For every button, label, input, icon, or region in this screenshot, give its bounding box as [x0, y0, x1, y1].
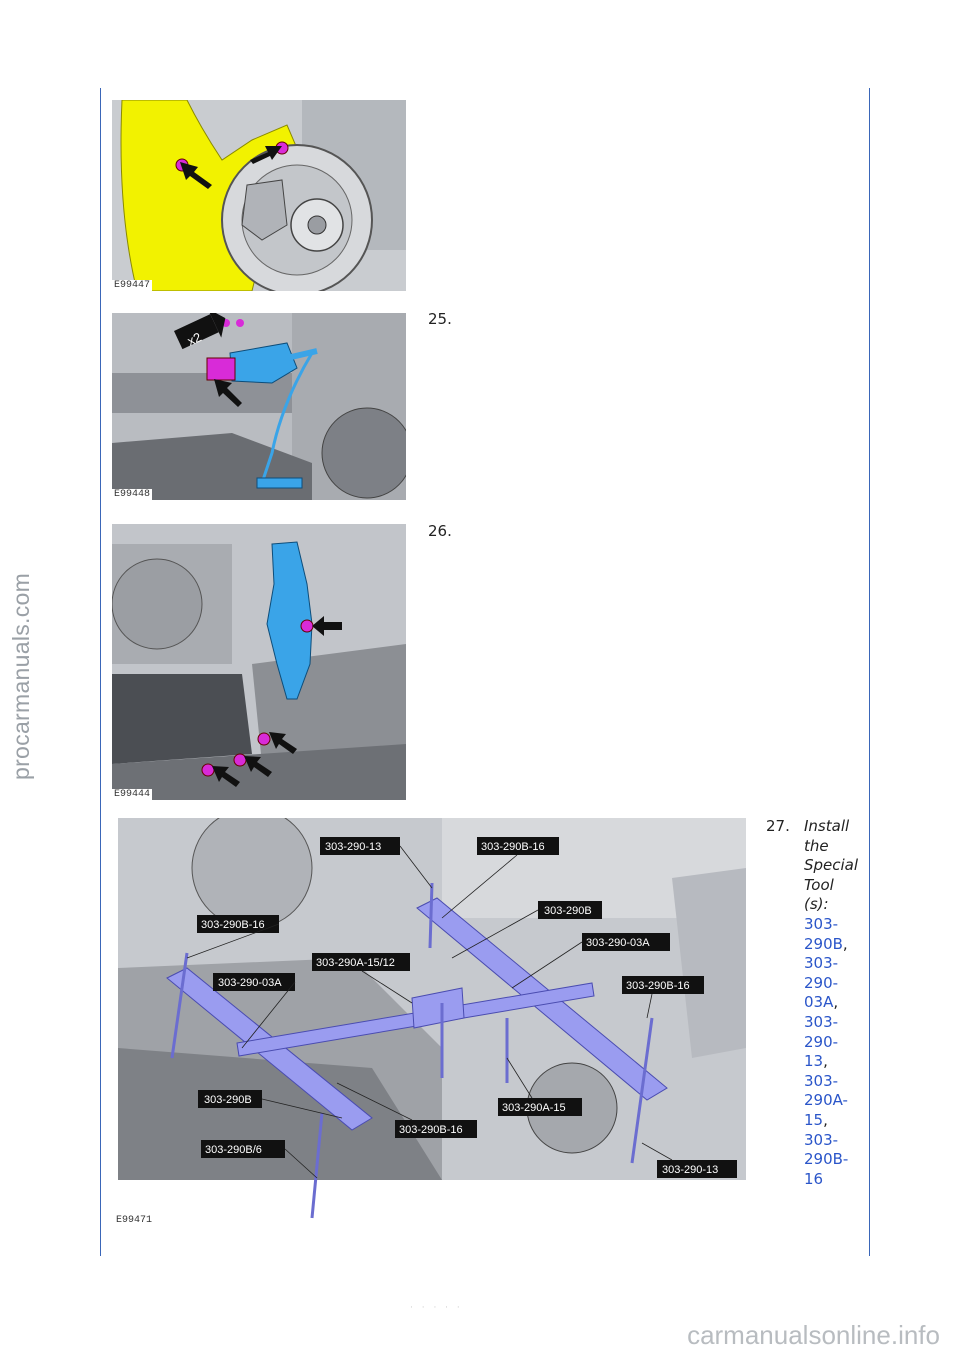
- step-26-number: 26.: [428, 522, 452, 540]
- tool-label: 303-290B-16: [481, 841, 545, 853]
- tool-label: 303-290B: [204, 1094, 252, 1106]
- figure-e99444: E99444: [112, 524, 406, 800]
- figure-e99448: x2 E99448: [112, 313, 406, 500]
- page-number: · · · · ·: [410, 1303, 463, 1313]
- tool-label: 303-290A-15: [502, 1102, 566, 1114]
- step-27-instruction: Install the Special Tool (s): 303-290B, …: [804, 817, 859, 1188]
- figure-code: E99444: [112, 789, 153, 800]
- tool-label: 303-290B-16: [201, 919, 265, 931]
- tool-label: 303-290B-16: [626, 980, 690, 992]
- tool-label: 303-290A-15/12: [316, 957, 395, 969]
- tool-link-303-290b[interactable]: 303-290B: [804, 914, 843, 953]
- instruction-word: Special: [804, 856, 859, 875]
- tool-label: 303-290-13: [325, 841, 381, 853]
- frame-right-line: [869, 88, 870, 1256]
- tool-label: 303-290-03A: [586, 937, 650, 949]
- bottom-watermark: carmanualsonline.info: [687, 1320, 940, 1350]
- tool-link-303-290-13[interactable]: 303-290-13: [804, 1012, 839, 1071]
- callout-x2: x2: [185, 329, 204, 348]
- tool-label: 303-290B/6: [205, 1144, 262, 1156]
- figure-code: E99471: [116, 1215, 153, 1226]
- tool-link-303-290a-15[interactable]: 303-290A-15: [804, 1071, 848, 1129]
- instruction-word: (s):: [804, 895, 829, 914]
- figure-e99471: 303-290-13 303-290B-16 303-290B 303-290B…: [112, 818, 746, 1238]
- instruction-word: Install: [804, 817, 850, 835]
- figure-e99447-illustration: [112, 100, 406, 291]
- figure-e99447: E99447: [112, 100, 406, 291]
- figure-e99471-illustration: 303-290-13 303-290B-16 303-290B 303-290B…: [118, 818, 746, 1219]
- figure-code: E99448: [112, 489, 153, 500]
- side-watermark: procarmanuals.com: [8, 572, 34, 780]
- figure-e99448-illustration: x2: [112, 313, 406, 500]
- figure-e99444-illustration: [112, 524, 406, 800]
- tool-link-303-290b-16[interactable]: 303-290B-16: [804, 1130, 849, 1188]
- step-27-number: 27.: [766, 817, 790, 835]
- tool-label: 303-290-13: [662, 1164, 718, 1176]
- frame-left-line: [100, 88, 101, 1256]
- tool-link-303-290-03a[interactable]: 303-290-03A: [804, 954, 839, 1012]
- tool-label: 303-290B: [544, 905, 592, 917]
- tool-label: 303-290-03A: [218, 977, 282, 989]
- figure-code: E99447: [112, 280, 153, 291]
- tool-label: 303-290B-16: [399, 1124, 463, 1136]
- instruction-word: the: [804, 836, 829, 855]
- step-25-number: 25.: [428, 310, 452, 328]
- instruction-word: Tool: [804, 875, 834, 894]
